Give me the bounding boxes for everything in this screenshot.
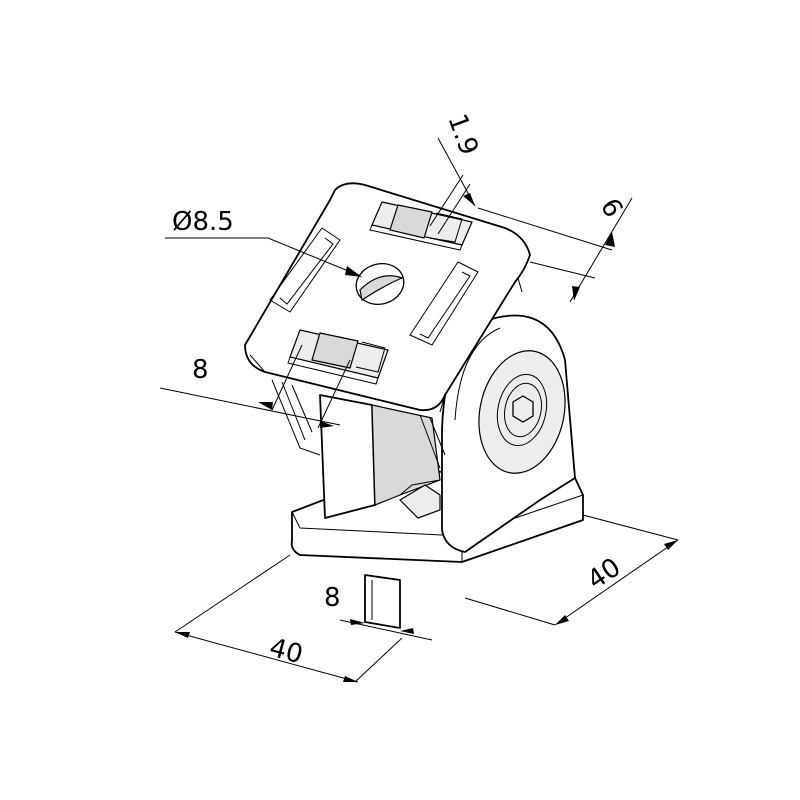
dim-hole-diameter-label: Ø8.5 bbox=[172, 207, 234, 237]
dim-hole-diameter: Ø8.5 bbox=[165, 207, 362, 277]
dim-slot-side: 8 bbox=[159, 344, 351, 429]
dim-slot-top-label: 1.9 bbox=[441, 110, 483, 159]
dim-plate-thickness-label: 6 bbox=[594, 194, 628, 223]
top-plate bbox=[244, 182, 531, 413]
dim-base-left-label: 40 bbox=[266, 633, 306, 671]
hex-socket-icon bbox=[512, 395, 534, 423]
dim-base-left: 40 bbox=[174, 554, 403, 683]
dim-slot-side-label: 8 bbox=[192, 355, 209, 385]
dim-stem: 8 bbox=[324, 583, 433, 641]
bottom-stem bbox=[364, 574, 401, 629]
center-member bbox=[271, 379, 446, 519]
dim-stem-label: 8 bbox=[324, 583, 341, 613]
dim-base-right-label: 40 bbox=[582, 552, 626, 595]
bearing-block bbox=[441, 314, 576, 553]
